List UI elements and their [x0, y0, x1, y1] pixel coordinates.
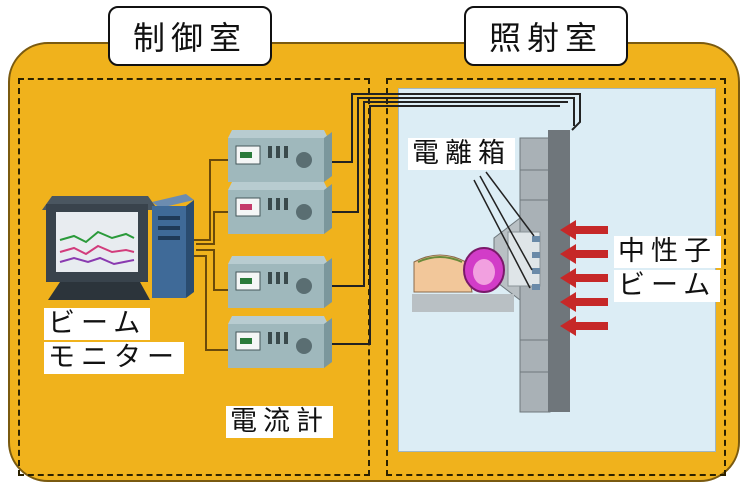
neutron-beam-arrows — [560, 220, 608, 336]
beam-monitor-label-line2: モニター — [44, 342, 184, 374]
control-room-label: 制御室 — [108, 6, 272, 66]
control-cables — [192, 159, 228, 351]
pc-tower-icon — [152, 194, 194, 298]
collimator-wall — [493, 130, 570, 413]
patient-icon — [412, 247, 514, 312]
irradiation-room-label: 照射室 — [464, 6, 628, 66]
beam-monitor-icon — [42, 196, 158, 300]
irradiation-room-area — [386, 78, 726, 476]
neutron-beam-label-line1: 中性子 — [614, 236, 721, 268]
ion-chamber-icon — [532, 236, 540, 290]
beam-monitor-label-line1: ビーム — [44, 308, 151, 340]
neutron-beam-label-line2: ビーム — [614, 270, 721, 302]
ammeter-unit — [228, 256, 332, 308]
ammeter-unit — [228, 316, 332, 368]
ammeter-unit — [228, 130, 332, 182]
ammeter-unit — [228, 182, 332, 234]
ion-chamber-pointers — [473, 171, 535, 289]
ammeter-label: 電流計 — [226, 406, 333, 438]
ion-chamber-label: 電離箱 — [408, 138, 515, 170]
signal-cables — [326, 93, 581, 345]
